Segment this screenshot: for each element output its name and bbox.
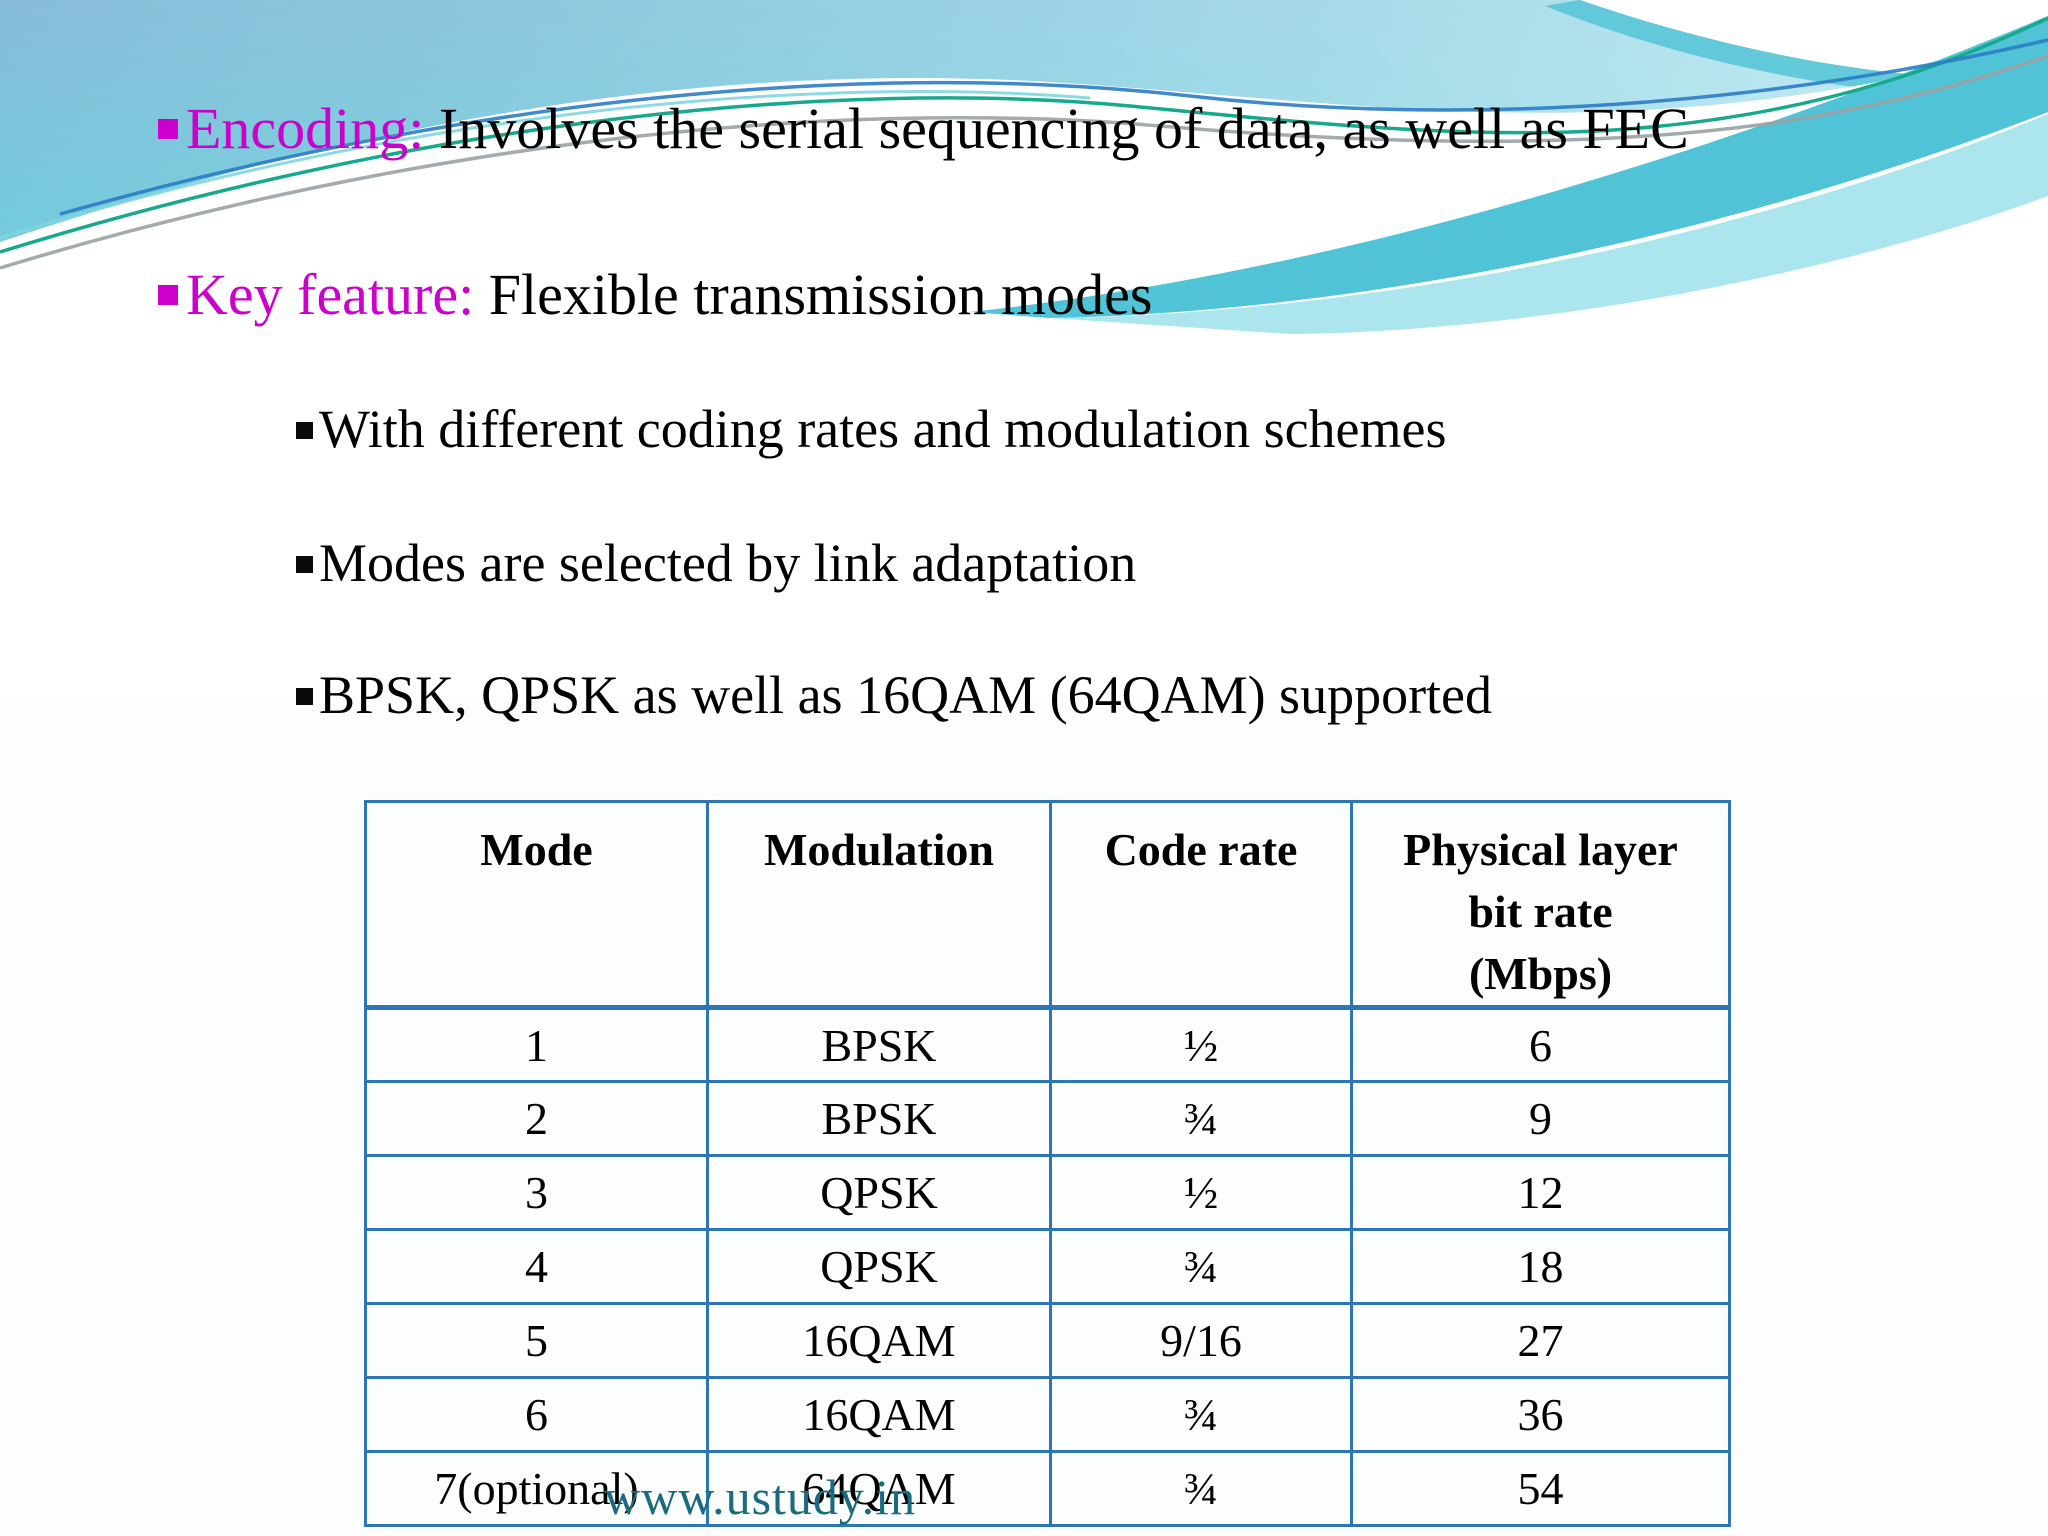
table-cell: ¾ (1049, 1228, 1353, 1306)
watermark: www.ustudy.in (604, 1469, 917, 1525)
table-cell: 16QAM (706, 1302, 1052, 1380)
table-cell: 3 (364, 1154, 709, 1232)
table-cell: 18 (1350, 1228, 1731, 1306)
sub-bullet-modulations-supported: BPSK, QPSK as well as 16QAM (64QAM) supp… (296, 664, 1492, 726)
bullet-square-icon (296, 556, 313, 573)
table-cell: 9/16 (1049, 1302, 1353, 1380)
table-cell: 4 (364, 1228, 709, 1306)
table-cell: 7(optional) (364, 1450, 709, 1528)
table-cell: 5 (364, 1302, 709, 1380)
bullet-key-feature-text: Flexible transmission modes (474, 262, 1153, 327)
table-cell: ½ (1049, 1154, 1353, 1232)
table-cell: ¾ (1049, 1450, 1353, 1528)
table-header-code-rate: Code rate (1049, 799, 1353, 1011)
table-row: 4 QPSK ¾ 18 (364, 1228, 1731, 1306)
table-row: 7(optional) 64QAM ¾ 54 (364, 1450, 1731, 1528)
table-row: 2 BPSK ¾ 9 (364, 1080, 1731, 1158)
header-line: Modulation (763, 824, 995, 875)
table-header-modulation: Modulation (706, 799, 1052, 1011)
bullet-encoding-text: Involves the serial sequencing of data, … (424, 96, 1689, 161)
table-cell: 36 (1350, 1376, 1731, 1454)
bullet-key-feature: Key feature: Flexible transmission modes (158, 262, 1152, 329)
table-header-row: Mode Modulation Code rate Physical layer… (364, 799, 1731, 1011)
sub-bullet-coding-rates: With different coding rates and modulati… (296, 398, 1447, 460)
table-cell: 2 (364, 1080, 709, 1158)
table-row: 1 BPSK ½ 6 (364, 1006, 1731, 1084)
header-line: Mode (480, 824, 593, 875)
table-cell: 1 (364, 1006, 709, 1084)
table-cell: 54 (1350, 1450, 1731, 1528)
table-cell: 27 (1350, 1302, 1731, 1380)
sub-bullet-text: BPSK, QPSK as well as 16QAM (64QAM) supp… (319, 665, 1493, 725)
table-row: 6 16QAM ¾ 36 (364, 1376, 1731, 1454)
table-cell: 12 (1350, 1154, 1731, 1232)
header-line: bit rate (1468, 886, 1613, 938)
bullet-square-icon (296, 688, 313, 705)
bullet-encoding: Encoding: Involves the serial sequencing… (158, 96, 1689, 163)
table-cell: 6 (364, 1376, 709, 1454)
table-header-bit-rate: Physical layer bit rate (Mbps) (1350, 799, 1731, 1011)
header-line: Physical layer (1403, 824, 1678, 875)
table-cell: ½ (1049, 1006, 1353, 1084)
modes-table: Mode Modulation Code rate Physical layer… (364, 799, 1731, 1528)
table-cell: QPSK (706, 1228, 1052, 1306)
sub-bullet-text: Modes are selected by link adaptation (319, 533, 1137, 593)
table-cell: ¾ (1049, 1080, 1353, 1158)
table-row: 5 16QAM 9/16 27 (364, 1302, 1731, 1380)
bullet-square-icon (158, 285, 178, 305)
table-cell: 9 (1350, 1080, 1731, 1158)
table-cell: BPSK (706, 1006, 1052, 1084)
header-line: Code rate (1104, 824, 1298, 875)
sub-bullet-link-adaptation: Modes are selected by link adaptation (296, 532, 1136, 594)
table-cell: QPSK (706, 1154, 1052, 1232)
bullet-square-icon (296, 422, 313, 439)
table-cell: BPSK (706, 1080, 1052, 1158)
table-header-mode: Mode (364, 799, 709, 1011)
table-row: 3 QPSK ½ 12 (364, 1154, 1731, 1232)
bullet-encoding-lead: Encoding: (186, 96, 425, 161)
bullet-square-icon (158, 119, 178, 139)
header-line: (Mbps) (1468, 948, 1613, 1000)
modes-table-container: Mode Modulation Code rate Physical layer… (364, 799, 1731, 1528)
sub-bullet-text: With different coding rates and modulati… (319, 399, 1447, 459)
table-cell: 6 (1350, 1006, 1731, 1084)
table-cell: ¾ (1049, 1376, 1353, 1454)
table-cell: 16QAM (706, 1376, 1052, 1454)
table-cell: 64QAM (706, 1450, 1052, 1528)
bullet-key-feature-lead: Key feature: (186, 262, 475, 327)
